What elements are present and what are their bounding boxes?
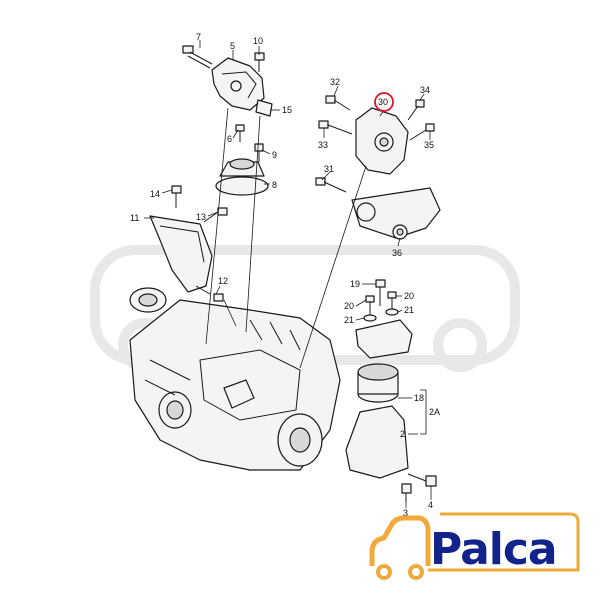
bolt-12 <box>195 285 224 302</box>
callout-12: 12 <box>218 276 228 286</box>
clip-15 <box>255 99 273 117</box>
right-mount-assembly <box>345 279 437 502</box>
callout-labels: 7 5 10 15 6 9 8 32 30 34 33 35 31 36 14 … <box>130 32 440 518</box>
callout-19: 19 <box>350 279 360 289</box>
bolt-13 <box>203 207 228 223</box>
mount-plate <box>355 319 413 359</box>
bolt-20-left <box>365 295 375 316</box>
bolt-32 <box>325 95 351 111</box>
callout-15: 15 <box>282 105 292 115</box>
bolt-34 <box>407 99 425 121</box>
callout-30: 30 <box>378 97 388 107</box>
callout-8: 8 <box>272 180 277 190</box>
bolt-33 <box>318 120 353 135</box>
bolt-36 <box>392 224 408 240</box>
callout-34: 34 <box>420 85 430 95</box>
upper-right-bracket-assembly <box>315 95 441 240</box>
bolt-9 <box>254 143 264 162</box>
callout-20-right: 20 <box>404 291 414 301</box>
bolt-4 <box>407 473 437 487</box>
bolt-14 <box>171 185 182 208</box>
bolt-3 <box>401 483 412 502</box>
bolt-10 <box>254 52 265 72</box>
engine-mount-8 <box>215 158 269 196</box>
palca-logo-text: Palca <box>430 524 558 575</box>
transmission-housing <box>129 287 341 471</box>
callout-4: 4 <box>428 500 433 510</box>
callout-2: 2 <box>400 429 405 439</box>
callout-21-right: 21 <box>404 305 414 315</box>
callout-18: 18 <box>414 393 424 403</box>
rubber-mount-18 <box>357 363 399 403</box>
callout-6: 6 <box>227 134 232 144</box>
subframe-rail <box>351 187 441 239</box>
bolt-31 <box>315 177 347 193</box>
car-icon <box>369 515 431 580</box>
bolt-19 <box>375 279 386 306</box>
callout-14: 14 <box>150 189 160 199</box>
callout-11: 11 <box>130 213 139 223</box>
callout-31: 31 <box>324 164 334 174</box>
callout-3: 3 <box>403 508 408 518</box>
callout-33: 33 <box>318 140 328 150</box>
support-bracket-assembly <box>149 185 228 302</box>
upper-left-mount-assembly <box>182 45 273 196</box>
callout-21-left: 21 <box>344 315 354 325</box>
callout-9: 9 <box>272 150 277 160</box>
callout-7: 7 <box>196 32 201 42</box>
callout-13: 13 <box>196 212 206 222</box>
callout-20-left: 20 <box>344 301 354 311</box>
callout-5: 5 <box>230 41 235 51</box>
bolt-6 <box>235 124 245 142</box>
washer-21-right <box>385 308 399 316</box>
callout-10: 10 <box>253 36 263 46</box>
callout-2A: 2A <box>429 407 440 417</box>
callout-35: 35 <box>424 140 434 150</box>
washer-21-left <box>363 314 377 322</box>
callout-36: 36 <box>392 248 402 258</box>
logo-swoosh <box>428 512 580 572</box>
mount-bracket-2 <box>345 405 409 479</box>
highlight-ring-30 <box>374 92 394 112</box>
callout-32: 32 <box>330 77 340 87</box>
bolt-7 <box>182 45 213 69</box>
leader-lines <box>144 40 432 508</box>
support-bracket-11 <box>149 215 213 293</box>
